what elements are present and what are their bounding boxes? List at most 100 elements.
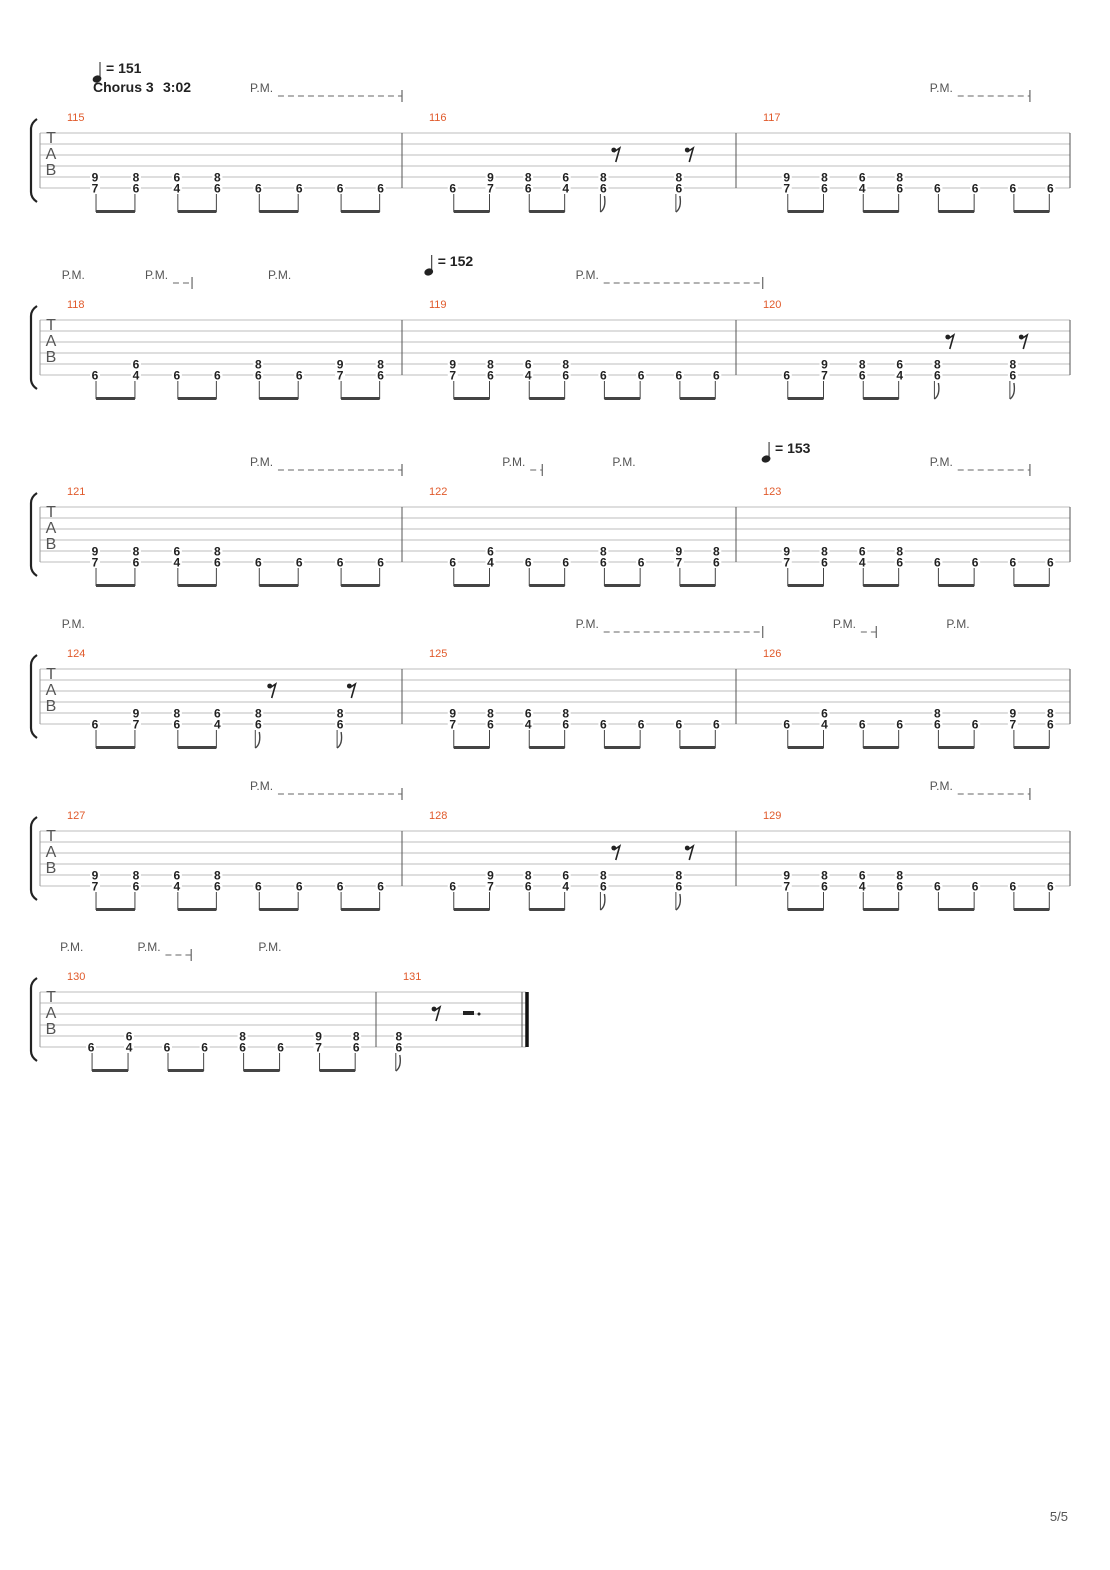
fret-knockout: [932, 707, 943, 719]
measure-number: 117: [763, 112, 781, 124]
fret-number: 6: [173, 718, 180, 732]
fret-knockout: [781, 556, 792, 568]
fret-number: 6: [337, 718, 344, 732]
fret-number: 7: [337, 369, 344, 383]
tempo-marking: = 151: [106, 60, 142, 76]
beam: [1013, 746, 1050, 749]
fret-knockout: [598, 556, 609, 568]
fret-number: 6: [821, 556, 828, 570]
beam: [938, 746, 975, 749]
fret-knockout: [212, 718, 223, 730]
fret-number: 7: [449, 718, 456, 732]
note-flag: [599, 893, 606, 911]
eighth-rest: [1020, 333, 1029, 350]
fret-number: 4: [173, 880, 180, 894]
palm-mute: P.M.: [502, 455, 525, 469]
fret-number: 6: [377, 556, 384, 570]
fret-knockout: [335, 182, 346, 194]
system-bracket: [29, 492, 38, 577]
fret-number: 6: [713, 369, 720, 383]
fret-number: 8: [896, 171, 903, 185]
fret-number: 4: [487, 556, 494, 570]
fret-number: 9: [783, 545, 790, 559]
fret-knockout: [932, 718, 943, 730]
fret-number: 6: [859, 369, 866, 383]
fret-knockout: [523, 171, 534, 183]
measure-number: 125: [429, 648, 447, 660]
fret-number: 6: [1010, 369, 1017, 383]
palm-mute: P.M.: [576, 268, 599, 282]
fret-knockout: [86, 1041, 97, 1053]
fret-number: 9: [487, 869, 494, 883]
fret-number: 6: [173, 369, 180, 383]
fret-knockout: [673, 718, 684, 730]
fret-knockout: [485, 369, 496, 381]
tempo-note-head: [761, 455, 771, 463]
beam: [259, 908, 299, 911]
beam: [453, 584, 490, 587]
fret-number: 4: [126, 1041, 133, 1055]
fret-number: 6: [896, 182, 903, 196]
fret-knockout: [124, 1030, 135, 1042]
fret-knockout: [932, 358, 943, 370]
fret-number: 6: [92, 718, 99, 732]
fret-knockout: [335, 369, 346, 381]
fret-knockout: [90, 171, 101, 183]
fret-knockout: [335, 718, 346, 730]
fret-knockout: [673, 171, 684, 183]
fret-knockout: [970, 880, 981, 892]
fret-number: 8: [562, 707, 569, 721]
fret-knockout: [253, 880, 264, 892]
beam: [938, 908, 975, 911]
measure-number: 116: [429, 112, 447, 124]
fret-number: 4: [173, 182, 180, 196]
fret-number: 8: [600, 171, 607, 185]
measure-number: 115: [67, 112, 85, 124]
beam: [341, 210, 380, 213]
fret-knockout: [1045, 182, 1056, 194]
beam: [863, 908, 899, 911]
fret-number: 6: [525, 358, 532, 372]
fret-number: 6: [972, 182, 979, 196]
fret-knockout: [130, 880, 141, 892]
fret-knockout: [199, 1041, 210, 1053]
beam: [1013, 210, 1050, 213]
fret-number: 7: [92, 556, 99, 570]
beam: [529, 746, 565, 749]
fret-number: 6: [255, 369, 262, 383]
fret-knockout: [171, 171, 182, 183]
measure-number: 118: [67, 299, 85, 311]
fret-number: 7: [133, 718, 140, 732]
fret-knockout: [447, 880, 458, 892]
beam: [341, 908, 380, 911]
fret-number: 8: [214, 869, 221, 883]
fret-number: 7: [1010, 718, 1017, 732]
beam: [177, 210, 217, 213]
fret-number: 6: [255, 182, 262, 196]
fret-knockout: [171, 369, 182, 381]
fret-number: 6: [638, 369, 645, 383]
tab-clef-letter: T: [46, 504, 56, 521]
tab-clef-letter: B: [46, 860, 57, 877]
fret-number: 6: [859, 171, 866, 185]
note-flag: [675, 893, 682, 911]
tab-clef-letter: A: [46, 844, 57, 861]
fret-knockout: [253, 182, 264, 194]
fret-knockout: [857, 171, 868, 183]
fret-knockout: [819, 880, 830, 892]
fret-knockout: [447, 358, 458, 370]
fret-number: 4: [133, 369, 140, 383]
note-flag: [599, 195, 606, 213]
fret-knockout: [335, 358, 346, 370]
fret-knockout: [351, 1041, 362, 1053]
fret-number: 7: [676, 556, 683, 570]
fret-knockout: [819, 545, 830, 557]
beam: [863, 746, 899, 749]
measure-number: 123: [763, 486, 781, 498]
beam: [453, 397, 490, 400]
fret-knockout: [351, 1030, 362, 1042]
fret-number: 8: [255, 707, 262, 721]
fret-number: 6: [1047, 556, 1054, 570]
